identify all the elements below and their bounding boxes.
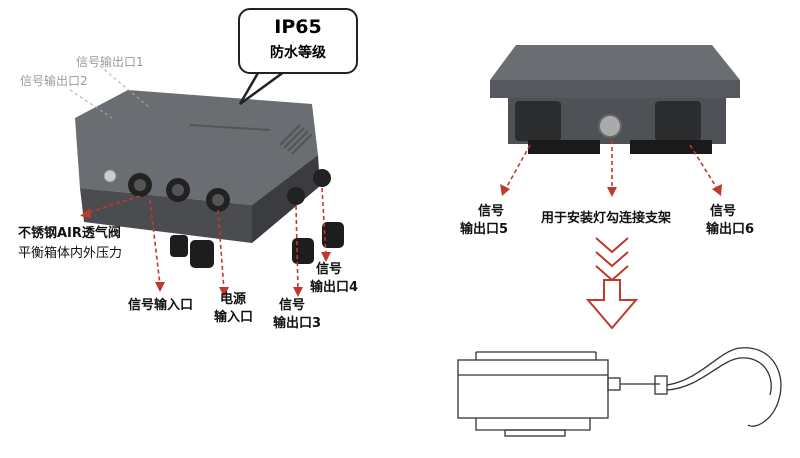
arrow-heads: [80, 184, 722, 297]
label-power-2: 输入口: [214, 310, 254, 325]
label-out5-2: 输出口5: [460, 222, 509, 237]
label-power-1: 电源: [220, 292, 247, 307]
junction-box-right: [490, 45, 740, 154]
label-valve-2: 平衡箱体内外压力: [18, 246, 123, 261]
label-valve-1: 不锈钢AIR透气阀: [18, 226, 121, 241]
red-arrows: [83, 140, 719, 291]
leader-line: [99, 65, 151, 109]
label-out6-2: 输出口6: [706, 222, 755, 237]
bracket-drawing: [457, 347, 782, 437]
label-hook: 用于安装灯勾连接支架: [541, 211, 672, 226]
ip65-callout: IP65 防水等级: [238, 8, 358, 74]
ip-rating-desc: 防水等级: [270, 45, 326, 61]
label-out4-2: 输出口4: [310, 280, 359, 295]
label-out6-1: 信号: [710, 204, 737, 219]
label-out3-2: 输出口3: [273, 316, 322, 331]
label-signal-out2: 信号输出口2: [20, 74, 88, 88]
leader-line: [69, 89, 113, 119]
ip-rating: IP65: [274, 16, 322, 38]
label-out4-1: 信号: [316, 262, 343, 277]
label-out3-1: 信号: [279, 298, 306, 313]
label-out5-1: 信号: [478, 204, 505, 219]
label-signal-in: 信号输入口: [128, 298, 194, 313]
label-signal-out1: 信号输出口1: [76, 55, 144, 69]
chevron-down-icon: [585, 237, 639, 330]
